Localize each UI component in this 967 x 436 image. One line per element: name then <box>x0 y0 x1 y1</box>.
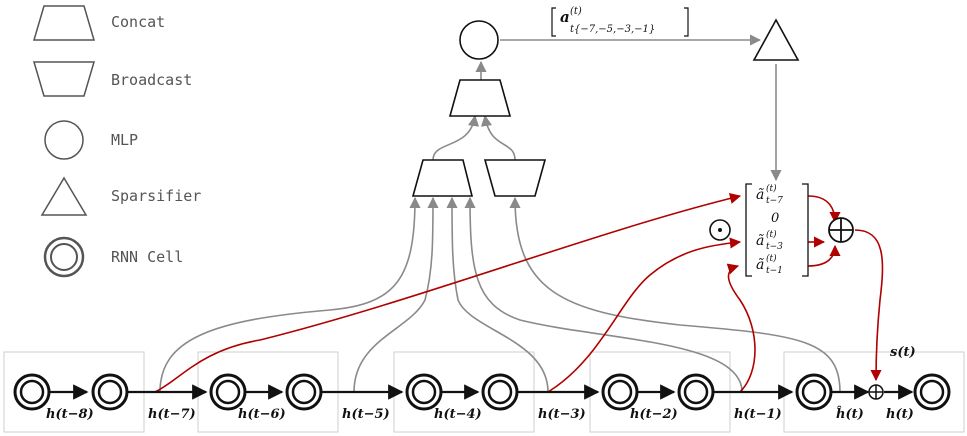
hidden-label: h(t−6) <box>238 407 286 422</box>
concat-icon <box>32 5 96 41</box>
hidden-label: h(t) <box>886 407 914 422</box>
broadcast-icon <box>32 61 96 97</box>
hidden-label: h(t−7) <box>148 407 196 422</box>
concat-op-1 <box>411 159 474 197</box>
svg-text:(t): (t) <box>766 183 777 194</box>
rnn-cell <box>913 373 951 411</box>
legend-label-sparsifier: Sparsifier <box>111 187 201 205</box>
legend-label-mlp: MLP <box>111 131 138 149</box>
red-connections <box>154 192 884 393</box>
rnn-cell <box>795 373 833 411</box>
elementwise-product-op <box>709 219 731 241</box>
rnn-cell <box>481 373 519 411</box>
svg-text:ã: ã <box>756 233 764 249</box>
hidden-label: h(t−5) <box>342 407 390 422</box>
svg-text:ã: ã <box>756 257 764 273</box>
rnn-cell <box>209 373 247 411</box>
legend: Concat Broadcast MLP Sparsifier RNN Cell <box>32 5 201 278</box>
svg-text:t−1: t−1 <box>766 266 783 276</box>
hidden-label: h(t−4) <box>434 407 482 422</box>
svg-text:t−3: t−3 <box>766 242 783 252</box>
legend-label-rnn-cell: RNN Cell <box>111 248 183 266</box>
rnn-cell-icon <box>43 236 85 278</box>
sparsifier-icon <box>40 176 88 216</box>
hidden-label: h(t−8) <box>46 407 94 422</box>
sum-op <box>828 217 854 243</box>
svg-text:t−7: t−7 <box>766 196 783 206</box>
rnn-cell <box>601 373 639 411</box>
gray-connections <box>159 34 841 393</box>
add-op <box>868 384 884 400</box>
rnn-cell <box>405 373 443 411</box>
svg-text:a: a <box>560 8 570 26</box>
sparse-vector: ã (t) t−7 0 ã (t) t−3 ã (t) t−1 <box>745 183 809 277</box>
concat-op-top <box>448 79 512 117</box>
top-vector: a (t) t{−7,−5,−3,−1} <box>551 6 689 37</box>
mlp-icon <box>44 120 84 160</box>
mlp-op <box>459 20 499 60</box>
svg-text:(t): (t) <box>766 253 777 264</box>
svg-text:0: 0 <box>771 211 779 226</box>
rnn-cells <box>13 373 951 411</box>
state-label: s(t) <box>890 345 916 360</box>
hidden-label: ĥ(t) <box>836 406 864 422</box>
rnn-cell <box>677 373 715 411</box>
top-operators <box>411 18 800 197</box>
hidden-label: h(t−1) <box>734 407 782 422</box>
svg-text:ã: ã <box>756 187 764 203</box>
svg-text:(t): (t) <box>570 6 582 17</box>
legend-label-broadcast: Broadcast <box>111 71 192 89</box>
broadcast-op-2 <box>483 159 547 197</box>
hidden-label: h(t−2) <box>630 407 678 422</box>
rnn-cell <box>285 373 323 411</box>
rnn-cell <box>91 373 129 411</box>
sparsifier-op <box>752 18 800 61</box>
svg-text:t{−7,−5,−3,−1}: t{−7,−5,−3,−1} <box>570 24 655 35</box>
svg-text:(t): (t) <box>766 229 777 240</box>
legend-label-concat: Concat <box>111 13 165 31</box>
rnn-cell <box>13 373 51 411</box>
hidden-label: h(t−3) <box>538 407 586 422</box>
hidden-labels: h(t−8) h(t−7) h(t−6) h(t−5) h(t−4) h(t−3… <box>46 406 914 422</box>
